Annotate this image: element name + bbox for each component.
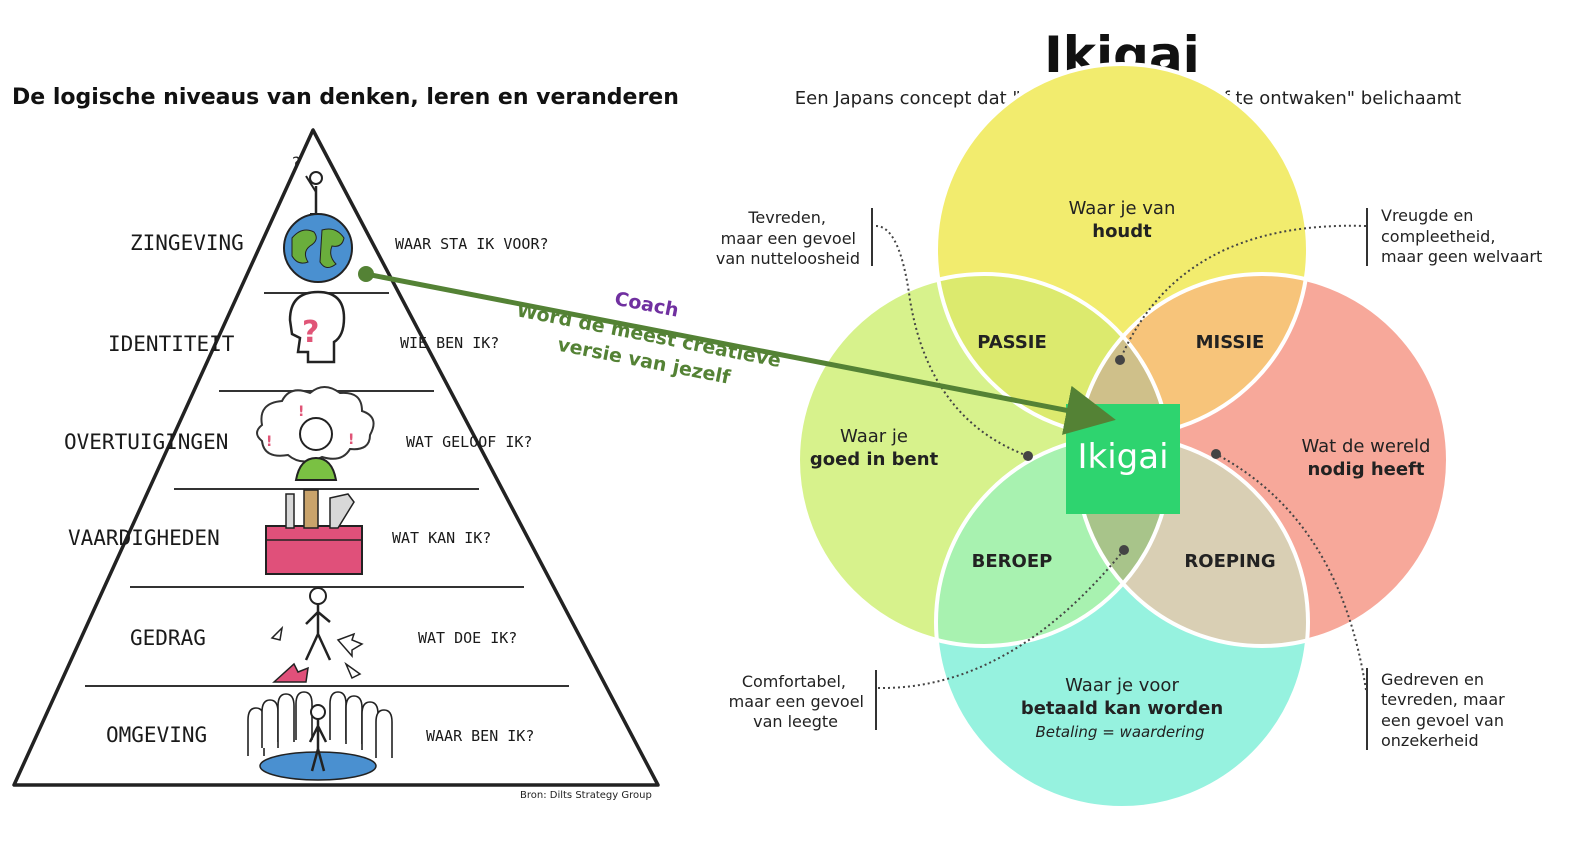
callout-bottom-left: Comfortabel, maar een gevoel van leegte: [729, 672, 864, 731]
callout-top-left: Tevreden, maar een gevoel van nutteloosh…: [716, 208, 860, 268]
overlap-missie: [1076, 274, 1308, 436]
circle-world-needs-line2: nodig heeft: [1307, 459, 1424, 480]
callout-line: maar geen welvaart: [1381, 247, 1542, 266]
overlap-passie: [936, 274, 1170, 436]
toolbox-icon: [265, 489, 363, 575]
level-question: WAAR BEN IK?: [426, 727, 534, 745]
svg-text:!: !: [298, 404, 304, 420]
coach-label: Coach: [613, 288, 681, 322]
callout-line: maar een gevoel: [721, 229, 856, 248]
pyramid-source: Bron: Dilts Strategy Group: [520, 790, 652, 801]
svg-text:?: ?: [302, 315, 319, 350]
callout-line: Vreugde en: [1381, 206, 1473, 225]
callout-top-right: Vreugde en compleetheid, maar geen welva…: [1381, 206, 1542, 266]
pyramid-title: De logische niveaus van denken, leren en…: [12, 85, 679, 110]
callouts: Tevreden, maar een gevoel van nutteloosh…: [716, 206, 1542, 750]
svg-text:?: ?: [292, 153, 301, 172]
callout-line: tevreden, maar: [1381, 690, 1505, 709]
callout-line: maar een gevoel: [729, 692, 864, 711]
level-name: OMGEVING: [106, 723, 207, 747]
callout-line: Gedreven en: [1381, 670, 1484, 689]
pyramid-level-questions: WAAR STA IK VOOR? WIE BEN IK? WAT GELOOF…: [392, 235, 549, 745]
pyramid-dividers: [85, 292, 569, 687]
callout-connectors: [875, 224, 1367, 691]
circle-good-at-line2: goed in bent: [810, 449, 939, 470]
ikigai-section: Ikigai Een Japans concept dat "een reden…: [716, 26, 1542, 810]
callout-dots: [1023, 355, 1221, 555]
level-question: WAAR STA IK VOOR?: [395, 235, 549, 253]
level-name: GEDRAG: [130, 626, 206, 650]
callout-line: van nutteloosheid: [716, 249, 860, 268]
callout-line: onzekerheid: [1381, 731, 1479, 750]
level-name: OVERTUIGINGEN: [64, 430, 228, 454]
circle-paid-for-line3: Betaling = waardering: [1036, 723, 1205, 741]
walking-person-icon: [270, 587, 364, 683]
crowd-icon: [247, 691, 393, 781]
callout-line: Tevreden,: [747, 208, 826, 227]
overlap-beroep-label: BEROEP: [972, 551, 1053, 572]
callout-line: Comfortabel,: [742, 672, 846, 691]
overlap-missie-label: MISSIE: [1196, 332, 1265, 353]
circle-paid-for-line1: Waar je voor: [1065, 675, 1179, 696]
level-question: WIE BEN IK?: [400, 334, 499, 352]
thinking-person-icon: ! ! !: [256, 386, 375, 481]
pyramid-level-names: ZINGEVING IDENTITEIT OVERTUIGINGEN VAARD…: [64, 231, 244, 747]
ikigai-center-label: Ikigai: [1077, 437, 1168, 477]
head-question-icon: ?: [288, 290, 346, 364]
coach-arrow-start-dot: [358, 266, 374, 282]
svg-text:!: !: [266, 434, 272, 450]
circle-world-needs-line1: Wat de wereld: [1302, 436, 1431, 457]
level-question: WAT KAN IK?: [392, 529, 491, 547]
svg-text:!: !: [348, 432, 354, 448]
circle-love-line2: houdt: [1092, 221, 1152, 242]
callout-line: van leegte: [753, 712, 838, 731]
globe-icon: ?: [283, 153, 353, 283]
level-question: WAT DOE IK?: [418, 629, 517, 647]
pyramid-section: De logische niveaus van denken, leren en…: [12, 85, 679, 801]
circle-good-at-line1: Waar je: [840, 426, 908, 447]
circle-love-line1: Waar je van: [1069, 198, 1176, 219]
overlap-roeping-label: ROEPING: [1184, 551, 1275, 572]
callout-bottom-right: Gedreven en tevreden, maar een gevoel va…: [1381, 670, 1505, 750]
callout-line: een gevoel van: [1381, 711, 1504, 730]
overlap-passie-label: PASSIE: [977, 332, 1047, 353]
level-name: IDENTITEIT: [108, 332, 235, 356]
circle-paid-for-line2: betaald kan worden: [1021, 698, 1223, 719]
level-name: VAARDIGHEDEN: [68, 526, 220, 550]
level-name: ZINGEVING: [130, 231, 244, 255]
level-question: WAT GELOOF IK?: [406, 433, 532, 451]
callout-line: compleetheid,: [1381, 227, 1495, 246]
coach-arrow: [365, 271, 1116, 435]
